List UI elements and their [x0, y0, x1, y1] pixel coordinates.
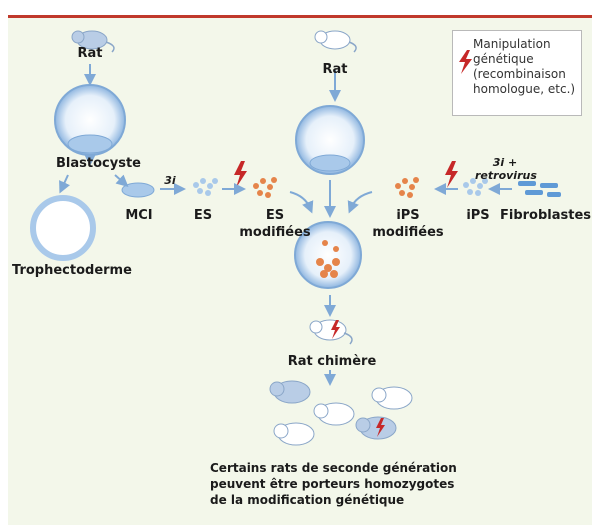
label-es: ES — [193, 208, 213, 223]
rat-chimera-icon — [309, 319, 353, 345]
fibroblast-cells — [518, 181, 561, 197]
label-rat-center: Rat — [322, 62, 348, 77]
label-ips-modifiees: iPS modifiées — [372, 208, 444, 240]
flow-arrows — [59, 64, 512, 386]
trophectoderm-sphere — [30, 195, 96, 261]
ips-modified-cells — [395, 177, 419, 198]
label-trophectoderme: Trophectoderme — [12, 263, 132, 278]
label-ips: iPS — [466, 208, 490, 223]
host-blastocyst — [295, 105, 365, 175]
caption-text: Certains rats de seconde génération peuv… — [210, 461, 457, 507]
rat-icon-center — [314, 30, 357, 53]
top-accent-bar — [8, 15, 592, 18]
ips-cells — [463, 178, 488, 196]
lightning-bolt-icon — [459, 50, 472, 74]
label-rat-left: Rat — [77, 46, 103, 61]
rat-icon-left — [71, 30, 115, 53]
lightning-bolt-icon — [445, 161, 458, 188]
label-factor-3i: 3i — [164, 174, 176, 187]
label-es-modifiees: ES modifiées — [239, 208, 311, 240]
second-generation-rats — [269, 380, 413, 446]
injected-blastocyst — [294, 221, 362, 289]
label-blastocyste: Blastocyste — [56, 156, 141, 171]
label-rat-chimere: Rat chimère — [287, 354, 377, 369]
legend-text: Manipulation génétique (recombinaison ho… — [473, 37, 576, 96]
es-cells — [193, 178, 218, 196]
label-fibroblastes: Fibroblastes — [500, 208, 592, 223]
lightning-bolt-icon — [234, 161, 247, 188]
label-factor-3i-retrovirus: 3i + retrovirus — [475, 156, 537, 182]
es-modified-cells — [253, 177, 277, 198]
blastocyst-left — [54, 84, 126, 156]
mci-cluster — [121, 182, 155, 198]
label-mci: MCI — [125, 208, 153, 223]
legend-box: Manipulation génétique (recombinaison ho… — [452, 30, 582, 116]
